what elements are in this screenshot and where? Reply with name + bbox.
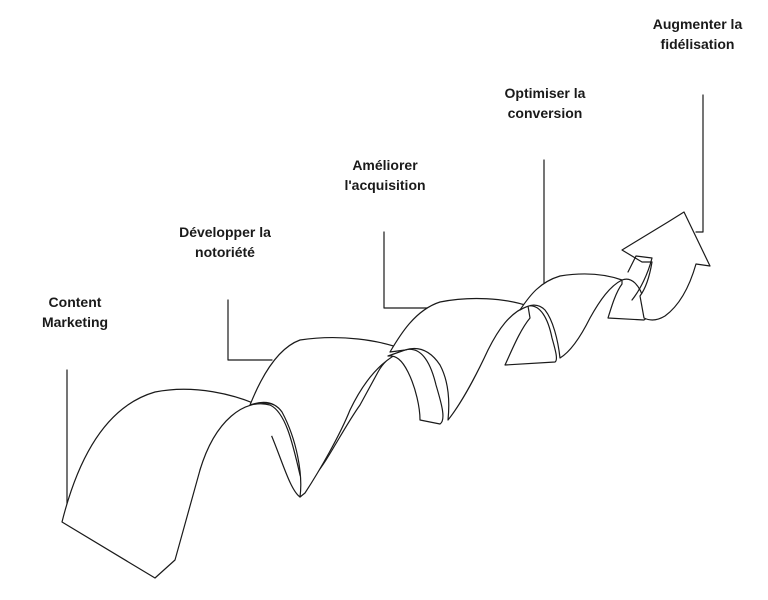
- step-4-line-1: Optimiser la: [504, 85, 586, 101]
- leader-line-fidelisation: [695, 94, 704, 233]
- step-label-fidelisation: Augmenter la fidélisation: [635, 14, 760, 54]
- step-label-notoriete: Développer la notoriété: [160, 222, 290, 262]
- leader-line-acquisition: [383, 231, 433, 309]
- step-3-line-1: Améliorer: [352, 157, 418, 173]
- step-4-line-2: conversion: [507, 105, 583, 121]
- step-label-conversion: Optimiser la conversion: [480, 83, 610, 123]
- wave-segment-1: [61, 388, 259, 579]
- wave-trough-2: [387, 348, 444, 425]
- step-1-line-1: Content: [48, 294, 102, 310]
- arrow-head-shape: [621, 211, 711, 321]
- arrow-highlight: [627, 255, 653, 301]
- wave-segment-3: [389, 297, 529, 421]
- step-2-line-1: Développer la: [179, 224, 271, 240]
- wave-trough-3: [504, 305, 558, 366]
- step-label-acquisition: Améliorer l'acquisition: [330, 155, 440, 195]
- step-label-content-marketing: Content Marketing: [30, 292, 120, 332]
- step-2-line-2: notoriété: [195, 244, 255, 260]
- wave-segment-2: [249, 337, 406, 498]
- step-5-line-2: fidélisation: [660, 36, 735, 52]
- leader-line-notoriete: [227, 299, 273, 361]
- step-5-line-1: Augmenter la: [652, 16, 743, 32]
- step-3-line-2: l'acquisition: [344, 177, 426, 193]
- wave-segment-4: [519, 273, 623, 359]
- step-1-line-2: Marketing: [41, 314, 109, 330]
